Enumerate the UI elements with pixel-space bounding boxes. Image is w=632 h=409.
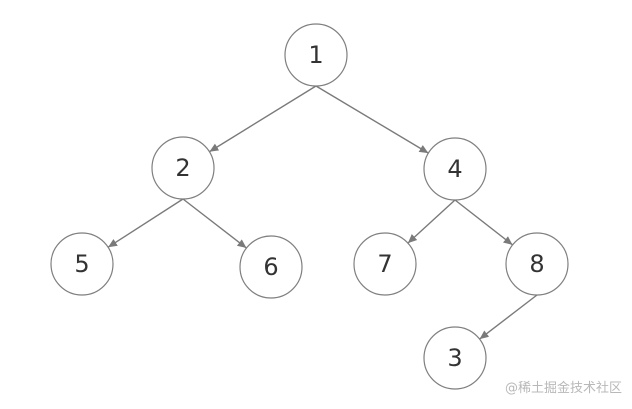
node-circle: [284, 23, 348, 87]
node-circle: [151, 136, 215, 200]
node-circle: [505, 232, 569, 296]
node-label: 8: [529, 250, 544, 278]
edge-n4-n7: [407, 199, 456, 244]
edges-layer: [107, 85, 538, 340]
node-circle: [353, 232, 417, 296]
tree-node-8: 8: [505, 232, 569, 296]
watermark-text: @稀土掘金技术社区: [504, 381, 622, 396]
node-label: 6: [263, 253, 278, 281]
node-label: 7: [377, 250, 392, 278]
tree-node-4: 4: [423, 137, 487, 201]
edge-n4-n8: [454, 199, 513, 246]
tree-node-5: 5: [50, 232, 114, 296]
node-label: 3: [447, 344, 462, 372]
edge-n8-n3: [479, 294, 538, 340]
edge-n1-n2: [209, 85, 317, 153]
nodes-layer: 1 2 4 5 6 7 8 3: [50, 23, 569, 390]
node-circle: [423, 326, 487, 390]
node-circle: [50, 232, 114, 296]
node-label: 4: [447, 155, 462, 183]
edge-n2-n6: [182, 198, 247, 249]
tree-node-6: 6: [239, 235, 303, 299]
edge-n1-n4: [315, 85, 429, 154]
tree-node-3: 3: [423, 326, 487, 390]
tree-node-7: 7: [353, 232, 417, 296]
tree-node-2: 2: [151, 136, 215, 200]
node-label: 1: [308, 41, 323, 69]
node-circle: [239, 235, 303, 299]
edge-n2-n5: [107, 198, 184, 248]
tree-node-1: 1: [284, 23, 348, 87]
node-label: 5: [74, 250, 89, 278]
node-circle: [423, 137, 487, 201]
node-label: 2: [175, 154, 190, 182]
